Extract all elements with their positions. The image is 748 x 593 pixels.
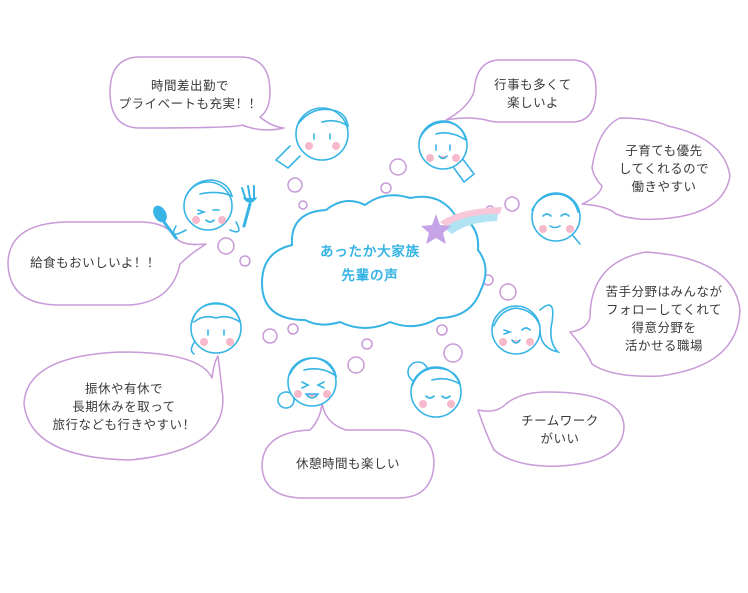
center-cloud-title: あったか大家族 先輩の声: [319, 244, 421, 284]
shooting-star-icon: [421, 207, 502, 244]
speech-bubble-shape-7: [477, 391, 625, 467]
speech-bubble-shape-1: [109, 56, 285, 131]
speech-bubble-4-text: 給食もおいしいよ！！: [30, 255, 160, 270]
speech-bubble-3-text: 子育ても優先 してくれるので 働きやすい: [618, 143, 710, 194]
speech-bubble-7-text: チームワーク がいい: [521, 413, 599, 446]
face-boy-top: [274, 107, 350, 170]
speech-bubble-8-text: 休憩時間も楽しい: [295, 456, 400, 471]
face-girl-top-right: [418, 120, 476, 184]
speech-bubble-shape-5: [569, 251, 741, 377]
face-girl-wavy-hair: [190, 302, 242, 355]
fork-icon: [241, 185, 257, 228]
speech-bubble-5-text: 苦手分野はみんなが フォローしてくれて 得意分野を 活かせる職場: [605, 284, 723, 353]
speech-bubble-shape-6: [23, 351, 224, 461]
face-girl-bun: [407, 361, 462, 418]
spoon-icon: [153, 205, 178, 240]
speech-bubble-shape-2: [445, 59, 597, 123]
face-girl-ponytail: [491, 304, 561, 355]
thought-dots: [217, 158, 520, 374]
speech-bubble-6-text: 振休や有休で 長期休みを取って 旅行なども行きやすい！: [52, 381, 196, 432]
speech-bubble-shape-3: [581, 117, 731, 221]
face-girl-left-with-utensils: [172, 179, 240, 235]
speech-bubble-shape-8: [261, 403, 435, 499]
face-girl-laughing: [277, 357, 338, 409]
speech-bubble-2-text: 行事も多くて 楽しいよ: [494, 77, 572, 110]
speech-bubble-1-text: 時間差出勤で プライベートも充実！！: [118, 78, 262, 111]
speech-bubble-shape-4: [7, 221, 207, 306]
face-girl-right: [531, 192, 581, 245]
